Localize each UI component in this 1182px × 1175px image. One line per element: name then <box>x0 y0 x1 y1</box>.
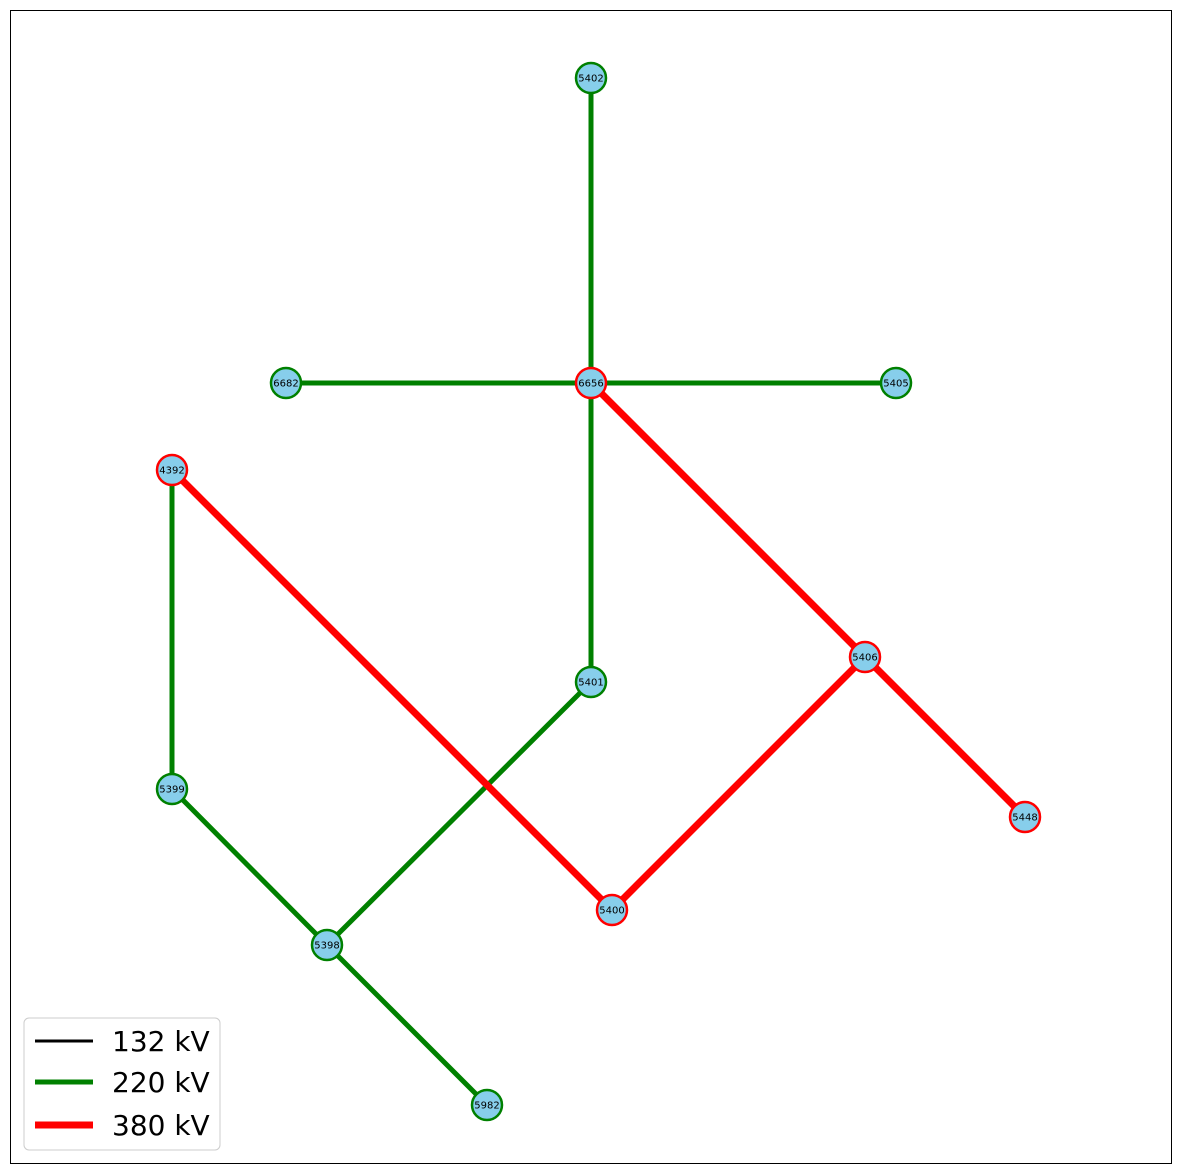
node-circle-4392 <box>155 453 189 487</box>
node-label-4392: 4392 <box>159 466 184 477</box>
node-label-5399: 5399 <box>159 785 184 796</box>
node-label-5448: 5448 <box>1012 813 1037 824</box>
edge-5398-5982 <box>325 943 489 1107</box>
node-5401: 5401 <box>574 665 608 699</box>
legend-box <box>23 1017 221 1151</box>
node-circle-6656 <box>574 366 608 400</box>
node-label-5982: 5982 <box>474 1101 499 1112</box>
node-label-5398: 5398 <box>314 941 339 952</box>
edges-layer <box>169 78 1028 1107</box>
node-5982: 5982 <box>470 1088 504 1122</box>
node-6656: 6656 <box>574 366 608 400</box>
node-label-6682: 6682 <box>273 379 298 390</box>
node-5402: 5402 <box>574 61 608 95</box>
legend-label-220kv: 220 kV <box>112 1066 210 1099</box>
node-label-5405: 5405 <box>883 379 908 390</box>
node-label-6656: 6656 <box>578 379 603 390</box>
edge-4392-5400 <box>169 467 615 913</box>
node-label-5401: 5401 <box>578 678 603 689</box>
edge-5399-5398 <box>170 787 329 947</box>
nodes-layer: 5402 6682 6656 5405 4392 5406 5401 5399 5448 5400… <box>155 61 1042 1122</box>
node-circle-5401 <box>574 665 608 699</box>
node-label-5400: 5400 <box>599 906 624 917</box>
node-5448: 5448 <box>1008 800 1042 834</box>
node-4392: 4392 <box>155 453 189 487</box>
legend-label-132kv: 132 kV <box>112 1025 210 1058</box>
node-5405: 5405 <box>879 366 913 400</box>
edge-5398-5401 <box>325 680 593 947</box>
legend: 132 kV 220 kV 380 kV <box>23 1017 221 1151</box>
node-circle-5398 <box>310 928 344 962</box>
node-circle-6682 <box>269 366 303 400</box>
node-circle-5400 <box>595 893 629 927</box>
node-6682: 6682 <box>269 366 303 400</box>
node-5399: 5399 <box>155 772 189 806</box>
node-circle-5402 <box>574 61 608 95</box>
node-5406: 5406 <box>848 640 882 674</box>
edge-5406-5400 <box>609 654 868 913</box>
edge-6656-5406 <box>588 380 868 660</box>
node-5400: 5400 <box>595 893 629 927</box>
node-circle-5399 <box>155 772 189 806</box>
edge-5406-5448 <box>862 654 1028 820</box>
node-circle-5406 <box>848 640 882 674</box>
node-circle-5448 <box>1008 800 1042 834</box>
node-5398: 5398 <box>310 928 344 962</box>
node-label-5406: 5406 <box>852 653 877 664</box>
node-circle-5982 <box>470 1088 504 1122</box>
node-circle-5405 <box>879 366 913 400</box>
node-label-5402: 5402 <box>578 74 603 85</box>
legend-label-380kv: 380 kV <box>112 1109 210 1142</box>
